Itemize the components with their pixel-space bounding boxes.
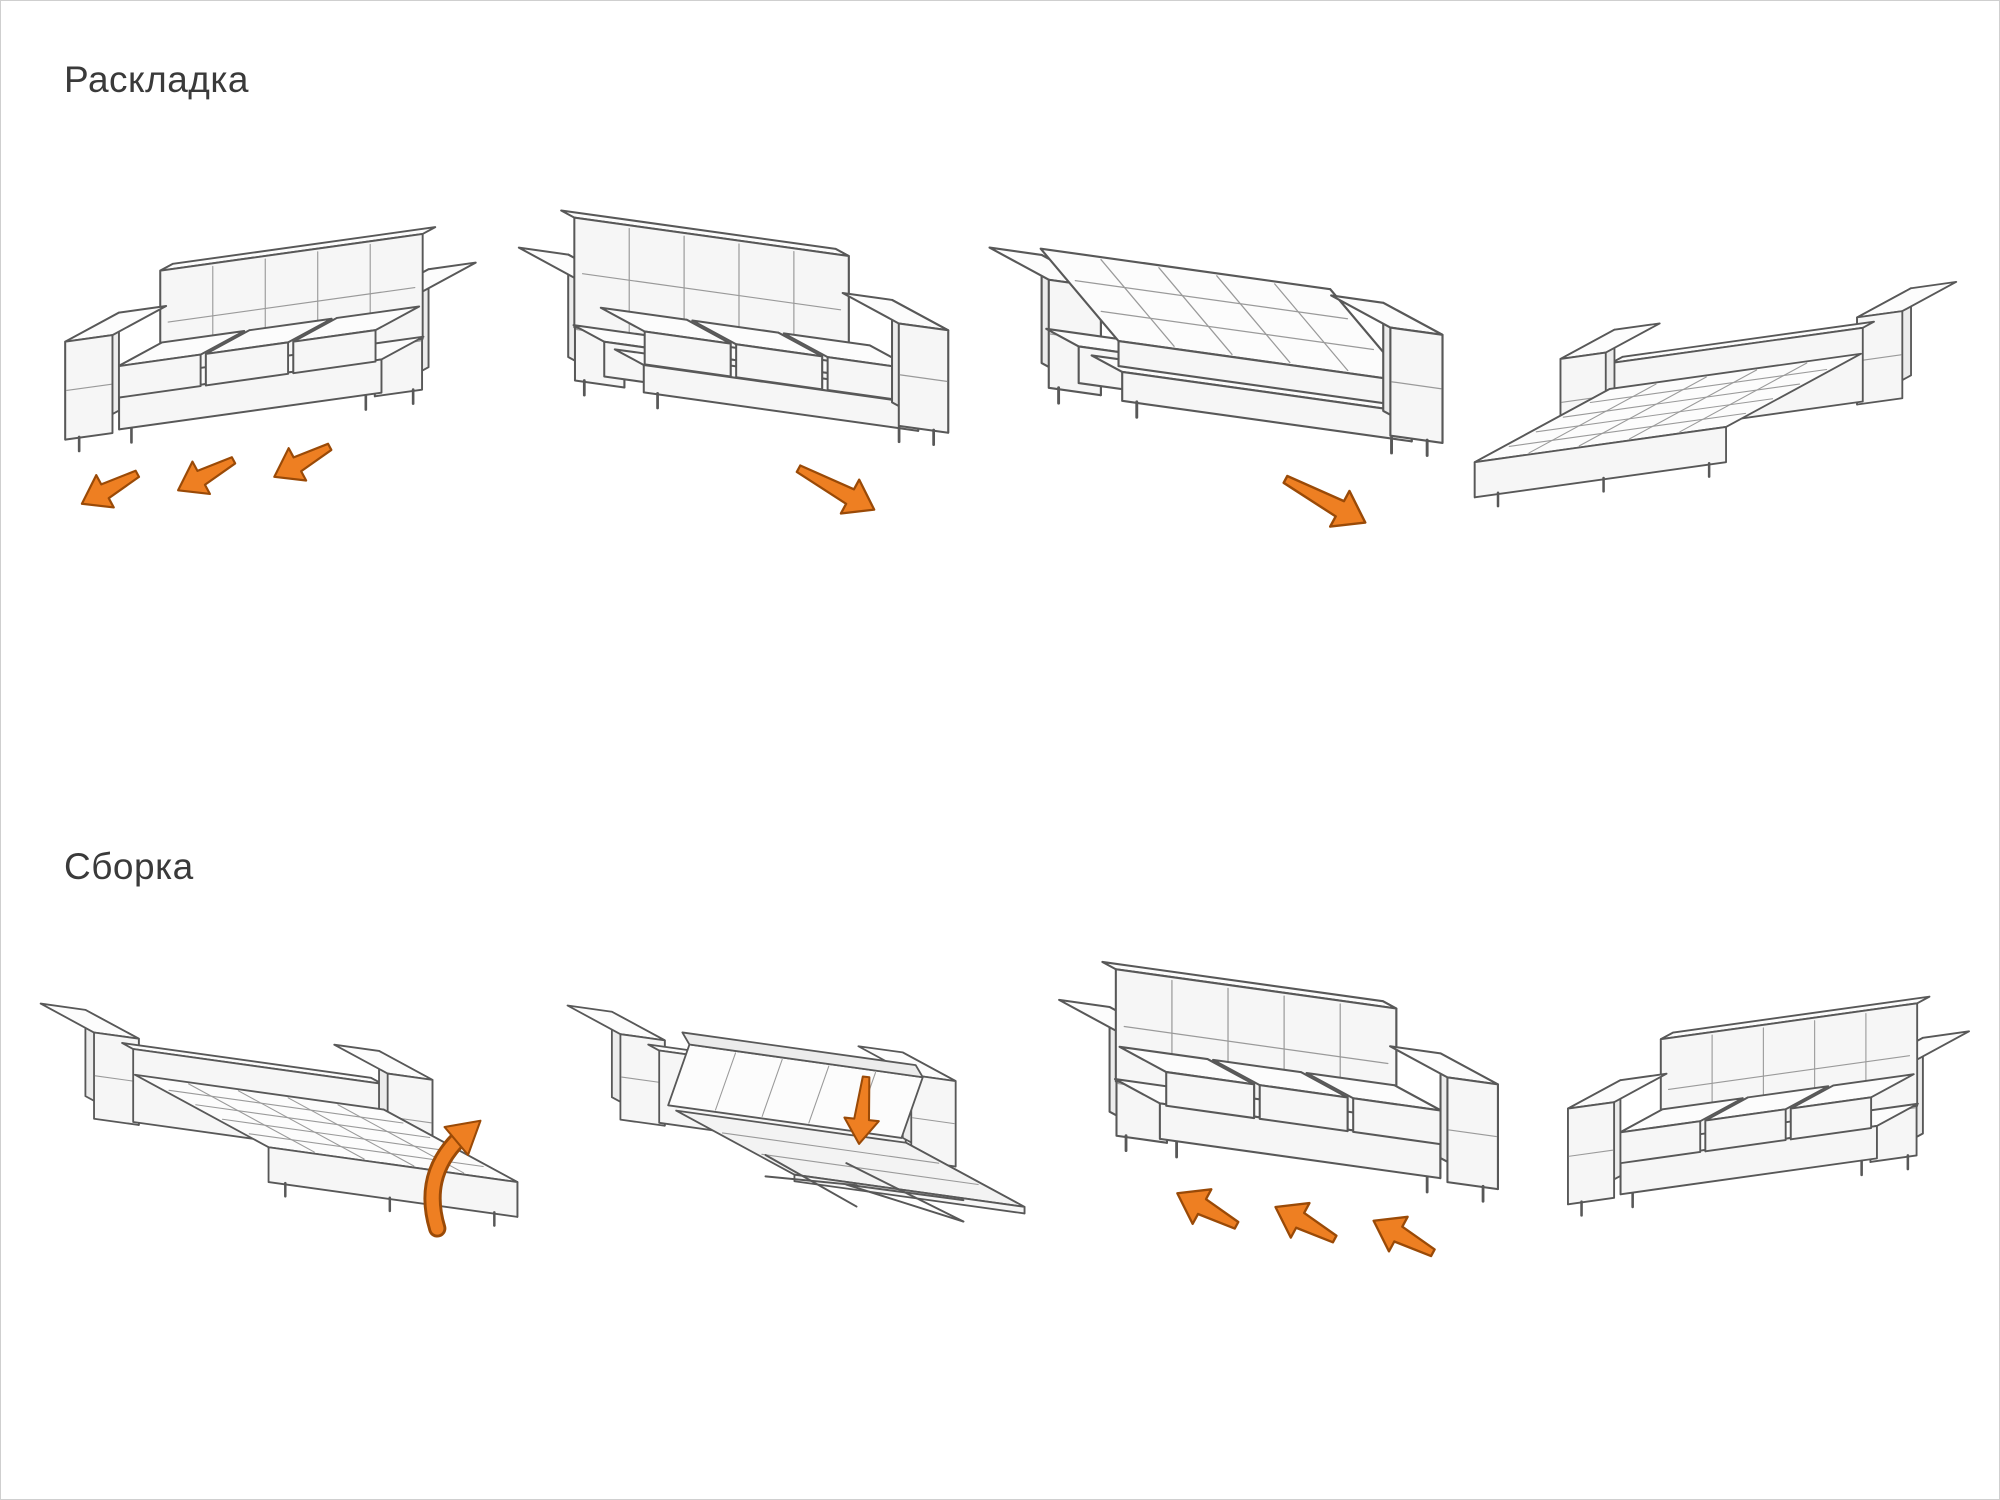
direction-arrow-icon	[843, 1075, 880, 1145]
direction-arrow-icon	[1176, 1188, 1240, 1230]
direction-arrow-icon	[1282, 474, 1367, 528]
unfold-step-3	[976, 229, 1456, 559]
section-title-fold: Сборка	[64, 846, 194, 887]
sofa-push-in-illustration	[1058, 960, 1499, 1258]
direction-arrow-icon	[177, 456, 237, 496]
direction-arrow-icon	[273, 442, 333, 482]
sofa-assembled-illustration	[1567, 995, 1970, 1217]
fold-step-3	[1046, 941, 1511, 1291]
direction-arrow-icon	[1274, 1201, 1338, 1244]
lift-up-arrow-icon	[423, 1119, 482, 1238]
bed-frame-folding-illustration	[566, 1004, 1026, 1223]
direction-arrow-icon	[1372, 1215, 1436, 1258]
sofa-seat-pulled-illustration	[517, 209, 950, 515]
fold-step-2	[556, 956, 1036, 1271]
fold-step-1	[29, 946, 529, 1286]
unfold-step-2	[506, 196, 961, 541]
unfold-step-4	[1463, 239, 1968, 549]
direction-arrow-icon	[795, 464, 876, 515]
section-title-unfold: Раскладка	[64, 59, 249, 100]
unfold-step-1	[53, 206, 488, 541]
bed-unfolded-illustration	[1473, 280, 1958, 508]
bed-lift-edge-illustration	[39, 1002, 519, 1238]
sofa-backrest-folding-illustration	[988, 246, 1444, 528]
fold-step-4	[1556, 946, 1981, 1266]
direction-arrow-icon	[80, 469, 141, 509]
sofa-closed-illustration	[64, 226, 477, 509]
